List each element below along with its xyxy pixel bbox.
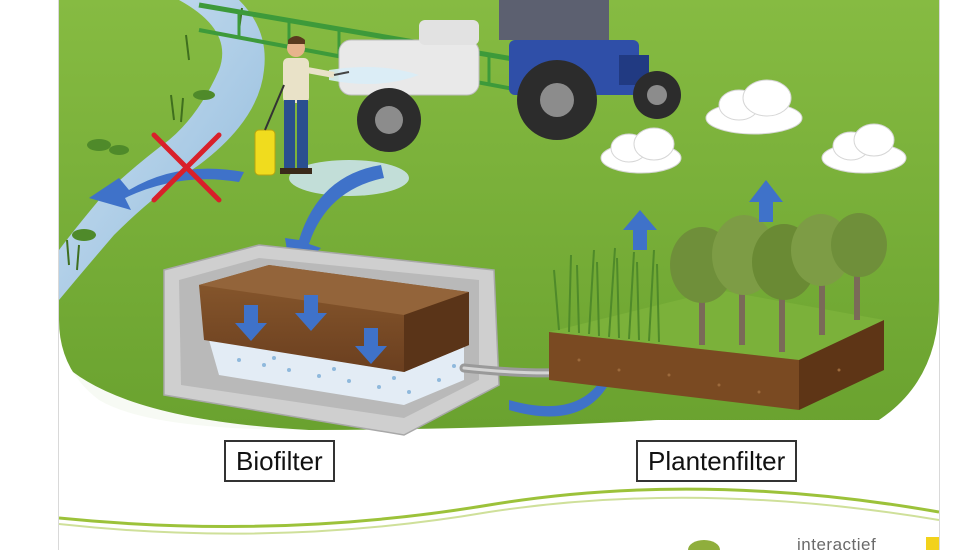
brand-text: interactief xyxy=(797,536,877,550)
cloud-icon xyxy=(600,79,907,174)
flow-arrow-to-biofilter xyxy=(285,165,384,275)
farmer-figure xyxy=(254,36,350,176)
green-swoosh xyxy=(59,487,939,528)
stream xyxy=(59,0,265,300)
up-arrow-icon xyxy=(623,180,783,250)
tractor-sprayer xyxy=(198,0,681,152)
corner-logo xyxy=(926,537,939,550)
brand-logo-mark xyxy=(688,540,720,550)
down-arrow-icon xyxy=(235,295,387,364)
biofilter-label: Biofilter xyxy=(224,440,335,482)
plantenfilter-label: Plantenfilter xyxy=(636,440,798,482)
brand-footer: interactief xyxy=(739,536,929,550)
flow-arrow-to-stream xyxy=(89,168,244,210)
plantenfilter-bed xyxy=(549,213,887,410)
cross-mark-icon xyxy=(151,132,222,203)
flow-arrow-to-plantenfilter xyxy=(509,358,621,417)
biofilter-basin xyxy=(163,244,500,436)
diagram-frame: Biofilter Plantenfilter interactief xyxy=(58,0,940,550)
diagram-illustration xyxy=(59,0,939,550)
